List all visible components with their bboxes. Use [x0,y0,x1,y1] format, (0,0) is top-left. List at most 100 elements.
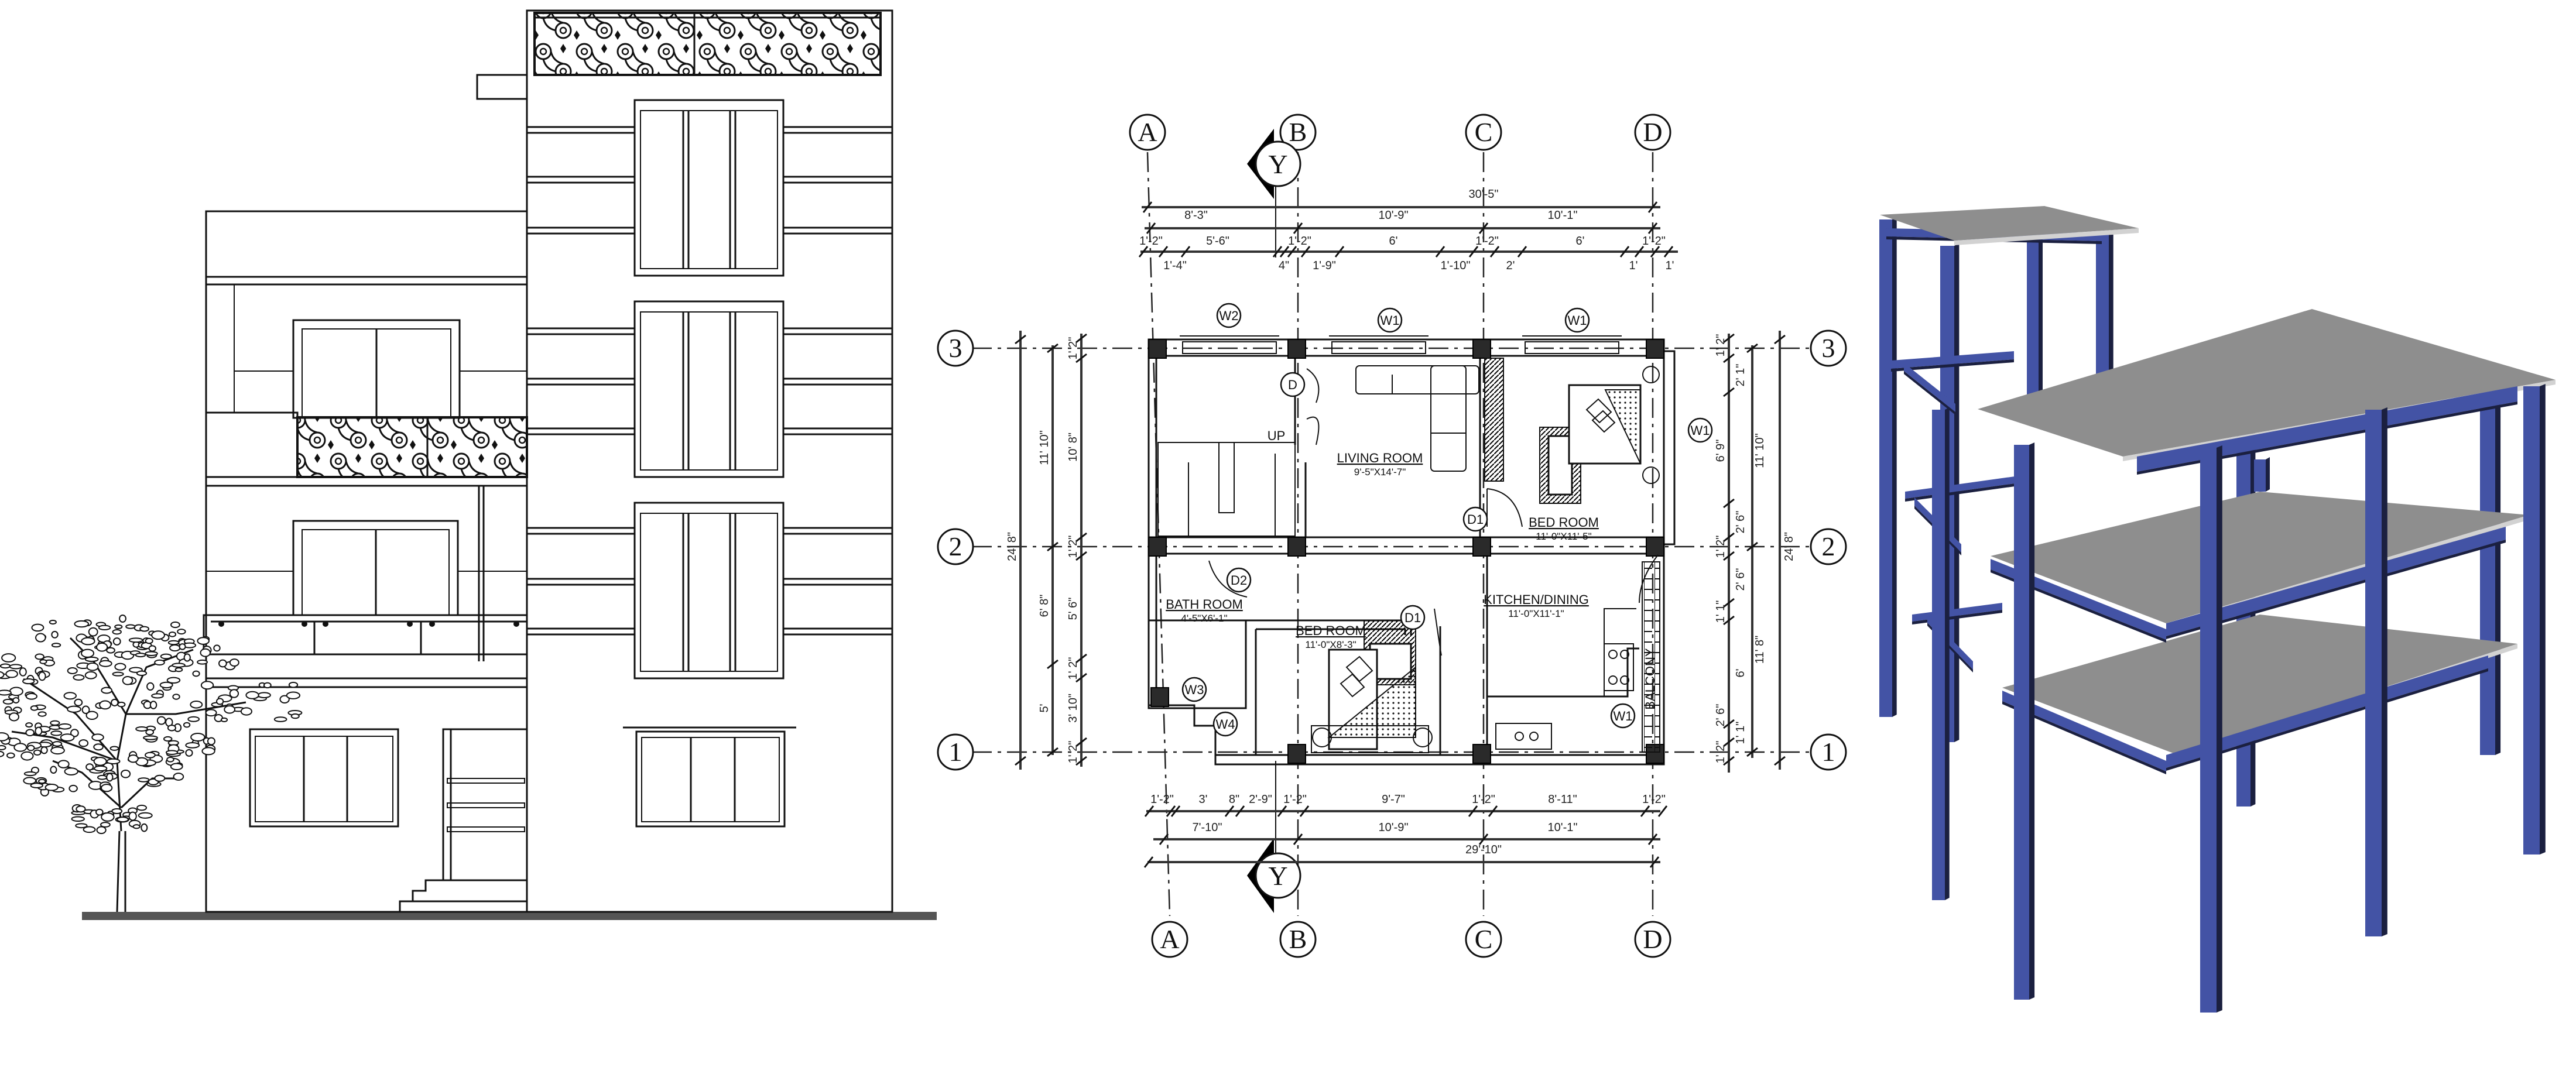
beam [2002,691,2166,771]
room-name: BED ROOM [1296,623,1366,638]
grid-label: D [1643,117,1662,147]
beam-shade [2166,668,2488,771]
window [633,300,785,478]
dimension-label: 5' 6" [1067,598,1080,620]
bed-bottom [1311,620,1433,753]
dimension-label: 2' 1" [1734,364,1747,387]
second-floor-slab [1991,492,2529,623]
tag-label: D1 [1405,610,1421,625]
column [1646,537,1664,557]
beam-shade [1904,371,1955,415]
dimension-label: 4" [1279,259,1289,272]
structural-columns [1148,339,1664,764]
door-swings [1208,368,1659,656]
dimension-label: 1' [1666,259,1674,272]
grid-label: A [1160,924,1179,954]
dimension-label: 6' 9" [1714,440,1727,462]
dimension-label: 1'-2" [1475,235,1499,248]
bed-top-right [1539,366,1660,504]
column-shade [2382,407,2387,936]
grid-bubble-top: B [1279,114,1317,151]
tag-label: D1 [1467,512,1484,527]
dimension-label: 2' 6" [1734,511,1747,534]
grid-bubble-top: D [1634,114,1671,151]
room-size: 11'-0"X11'-5" [1536,531,1591,542]
dimension-label: 8'-3" [1184,209,1208,222]
dimension-label: 1'-9" [1313,259,1336,272]
stair-up-label: UP [1268,428,1286,443]
window [635,730,786,828]
staircase: UP [1157,428,1296,537]
dimension-label: 3' 10" [1067,694,1080,723]
room-name: BED ROOM [1529,515,1599,530]
grid-bubble-right: 1 [1810,733,1847,771]
opening-tag: D1 [1400,605,1426,630]
grid-bubble-bottom: C [1465,921,1502,958]
dimension-label: 1' 2" [1714,741,1727,764]
dimension-label: 10'-9" [1379,209,1409,222]
dimension-label: 1' 2" [1067,741,1080,764]
front-column [2365,410,2382,936]
dimension-label: 2' [1506,259,1515,272]
dimension-label: 1'-2" [1283,793,1307,806]
room-name: BATH ROOM [1166,597,1243,612]
dimension-label: 3' [1199,793,1208,806]
column [1287,537,1306,557]
opening-tag: W3 [1181,677,1207,702]
dimension-label: 1'-2" [1642,793,1666,806]
grid-label: A [1138,117,1157,147]
grid-label: B [1289,924,1307,954]
section-label: Y [1268,149,1287,179]
dimension-label: 8'-11" [1548,793,1577,806]
column [1287,744,1306,764]
room-size: 11'-0"X11'-1" [1508,608,1564,619]
grid-bubble-right: 2 [1810,528,1847,565]
dimension-label: 1'-2" [1150,793,1174,806]
dimension-label: 1'-2" [1139,235,1163,248]
dimension-label: 10' 8" [1067,433,1080,462]
dimension-label: 1'-2" [1472,793,1495,806]
dimension-label: 1' [1629,259,1638,272]
grid-label: 3 [1822,333,1835,363]
grid-label: D [1643,924,1662,954]
front-column [2200,448,2217,1013]
grid-label: 1 [1822,737,1835,767]
beam-shade [2166,540,2506,639]
dimension-label: 1' 1" [1734,722,1747,744]
grid-bubble-right: 3 [1810,330,1847,367]
beam [2137,386,2517,472]
dimension-label: 24' 8" [1006,532,1019,561]
column [2027,228,2039,410]
dimension-label: 24' 8" [1783,532,1796,561]
grid-bubble-bottom: D [1634,921,1671,958]
grid-bubble-top: C [1465,114,1502,151]
grid-bubble-bottom: B [1279,921,1317,958]
tag-label: D [1288,378,1297,392]
room-name: LIVING ROOM [1337,451,1423,465]
balcony-wall [205,411,299,478]
grid-bubble-left: 2 [937,528,974,565]
front-elevation [0,9,937,920]
beam [1904,363,1955,412]
stub-column [2254,459,2266,492]
column [1150,687,1169,707]
ground-line [82,912,937,920]
cantilever-ledge [476,74,528,100]
dimension-label: 30'-5" [1469,188,1499,201]
column-shade [2495,396,2501,755]
room-name: KITCHEN/DINING [1484,592,1589,607]
dimension-label: 6' [1734,669,1747,678]
dimension-label: 11' 10" [1753,433,1766,468]
column-shade [2039,226,2043,410]
section-marker-top: Y [1247,129,1301,258]
opening-tag: D1 [1462,506,1488,532]
roof-slab [1978,309,2556,457]
column [1472,339,1491,359]
tag-label: W3 [1185,682,1204,697]
window [249,728,399,828]
column [1472,537,1491,557]
